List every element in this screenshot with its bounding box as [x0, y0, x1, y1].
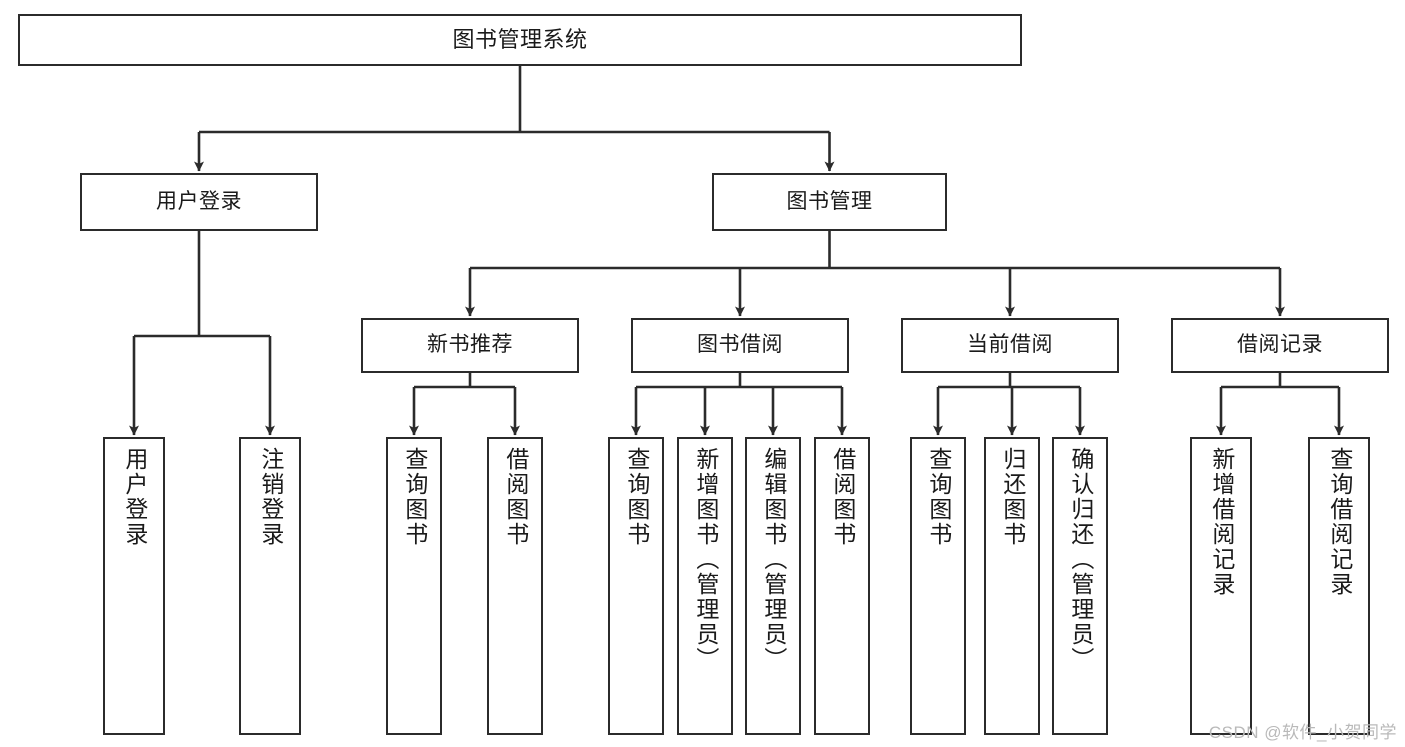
node-leaf-cur-query-label: 查询图书	[925, 447, 952, 547]
node-leaf-user-logout[interactable]: 注销登录	[239, 437, 301, 735]
node-leaf-cur-confirm[interactable]: 确认归还（管理员）	[1052, 437, 1108, 735]
node-leaf-borrow-add-label: 新增图书（管理员）	[692, 447, 719, 672]
node-leaf-user-logout-label: 注销登录	[257, 447, 284, 547]
node-book-borrow-label: 图书借阅	[697, 333, 783, 357]
node-root-label: 图书管理系统	[452, 27, 588, 53]
node-leaf-cur-query[interactable]: 查询图书	[910, 437, 966, 735]
node-leaf-borrow-query-label: 查询图书	[623, 447, 650, 547]
node-leaf-rec-borrow[interactable]: 借阅图书	[487, 437, 543, 735]
edge-paths	[129, 66, 1344, 436]
node-root[interactable]: 图书管理系统	[18, 14, 1022, 66]
node-leaf-user-login[interactable]: 用户登录	[103, 437, 165, 735]
node-user-login-label: 用户登录	[156, 189, 242, 213]
node-user-login[interactable]: 用户登录	[80, 173, 318, 231]
node-leaf-borrow-query[interactable]: 查询图书	[608, 437, 664, 735]
node-current-borrow-label: 当前借阅	[967, 333, 1053, 357]
node-new-book-rec-label: 新书推荐	[427, 333, 513, 357]
node-book-borrow[interactable]: 图书借阅	[631, 318, 849, 373]
node-book-manage[interactable]: 图书管理	[712, 173, 947, 231]
node-leaf-rec-add-label: 新增借阅记录	[1208, 447, 1235, 597]
watermark: CSDN @软件_小贺同学	[1208, 723, 1397, 742]
node-leaf-borrow-edit[interactable]: 编辑图书（管理员）	[745, 437, 801, 735]
node-current-borrow[interactable]: 当前借阅	[901, 318, 1119, 373]
node-leaf-rec-borrow-label: 借阅图书	[502, 447, 529, 547]
node-leaf-user-login-label: 用户登录	[121, 447, 148, 547]
node-leaf-cur-return-label: 归还图书	[999, 447, 1026, 547]
node-leaf-borrow-lend-label: 借阅图书	[829, 447, 856, 547]
node-leaf-borrow-lend[interactable]: 借阅图书	[814, 437, 870, 735]
node-leaf-rec-add[interactable]: 新增借阅记录	[1190, 437, 1252, 735]
node-leaf-rec-query2[interactable]: 查询借阅记录	[1308, 437, 1370, 735]
node-new-book-rec[interactable]: 新书推荐	[361, 318, 579, 373]
node-borrow-record-label: 借阅记录	[1237, 333, 1323, 357]
node-book-manage-label: 图书管理	[786, 189, 873, 213]
node-leaf-rec-query2-label: 查询借阅记录	[1326, 447, 1353, 597]
node-leaf-rec-query[interactable]: 查询图书	[386, 437, 442, 735]
node-leaf-borrow-add[interactable]: 新增图书（管理员）	[677, 437, 733, 735]
node-leaf-borrow-edit-label: 编辑图书（管理员）	[760, 447, 787, 672]
node-leaf-cur-confirm-label: 确认归还（管理员）	[1067, 447, 1094, 672]
node-borrow-record[interactable]: 借阅记录	[1171, 318, 1389, 373]
node-leaf-rec-query-label: 查询图书	[401, 447, 428, 547]
node-leaf-cur-return[interactable]: 归还图书	[984, 437, 1040, 735]
